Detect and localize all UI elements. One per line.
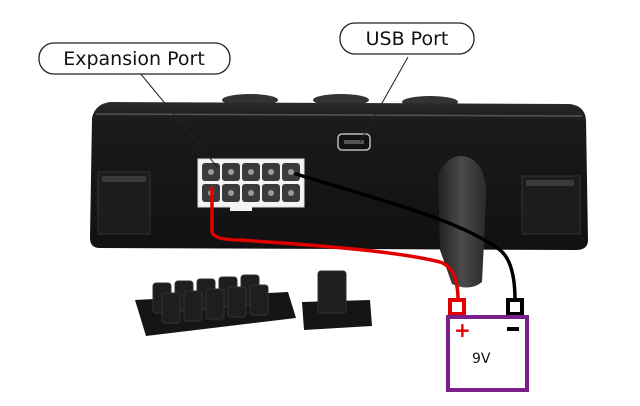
positive-wire [210, 186, 460, 302]
battery-negative-terminal [506, 298, 524, 316]
expansion-port-pin-contact [248, 169, 254, 175]
negative-wire [294, 172, 517, 302]
usb-port[interactable] [337, 133, 371, 151]
expansion-port-callout: Expansion Port [38, 42, 231, 169]
battery-positive-terminal [448, 298, 466, 316]
battery-9v: + 9V [446, 298, 529, 392]
expansion-port-pin-contact [228, 169, 234, 175]
expansion-port-pin-contact [268, 190, 274, 196]
expansion-port-label: Expansion Port [63, 48, 205, 70]
expansion-port-pin-contact [248, 190, 254, 196]
right-clip [521, 175, 581, 235]
loose-10-pin-connector [135, 274, 296, 336]
battery-positive-symbol: + [454, 318, 471, 342]
expansion-port[interactable] [197, 158, 305, 211]
expansion-port-pin-contact [228, 190, 234, 196]
expansion-port-pin-contact [288, 190, 294, 196]
usb-port-callout: USB Port [339, 22, 475, 143]
battery-negative-symbol [507, 327, 519, 331]
device-body [90, 94, 588, 288]
strap [438, 156, 487, 288]
left-clip [97, 171, 151, 235]
loose-1-pin-connector [302, 270, 372, 330]
usb-port-label: USB Port [366, 28, 449, 50]
expansion-port-pin-contact [268, 169, 274, 175]
expansion-port-pin-contact [208, 169, 214, 175]
battery-voltage-label: 9V [472, 351, 491, 367]
expansion-port-pin-contact [288, 169, 294, 175]
